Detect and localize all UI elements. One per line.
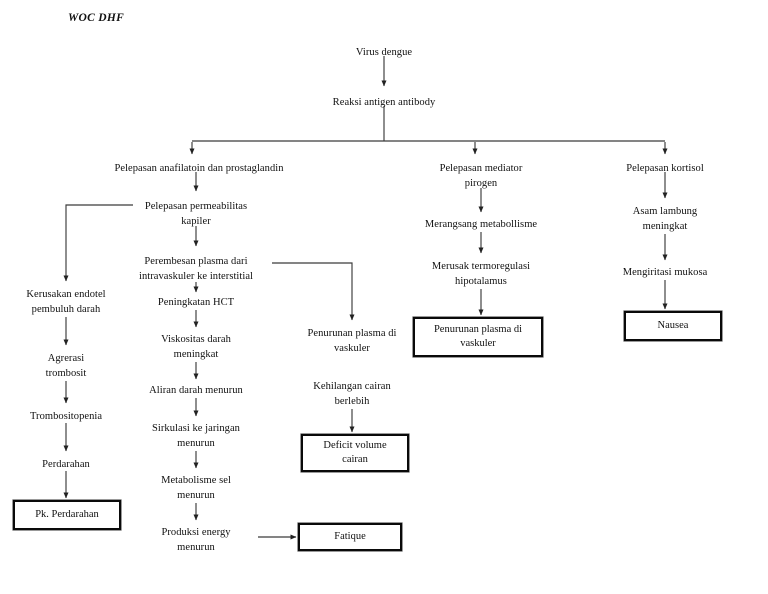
box-penurunan-plasma-vaskuler: Penurunan plasma di vaskuler bbox=[413, 317, 543, 357]
node-virus-dengue: Virus dengue bbox=[355, 47, 413, 58]
node-agrerasi-trombosit: Agrerasi trombosit bbox=[45, 353, 87, 379]
node-peningkatan-hct: Peningkatan HCT bbox=[157, 297, 235, 308]
node-mengiritasi-mukosa: Mengiritasi mukosa bbox=[622, 267, 708, 278]
node-pelepasan-permeabilitas: Pelepasan permeabilitas kapiler bbox=[144, 201, 248, 227]
node-merangsang-metabollisme: Merangsang metabollisme bbox=[424, 219, 538, 230]
node-reaksi-antigen-antibody: Reaksi antigen antibody bbox=[332, 97, 436, 108]
page-title: WOC DHF bbox=[68, 12, 125, 24]
box-fatique: Fatique bbox=[298, 523, 402, 551]
node-kehilangan-cairan: Kehilangan cairan berlebih bbox=[313, 381, 391, 407]
node-merusak-termoregulasi: Merusak termoregulasi hipotalamus bbox=[431, 261, 531, 287]
box-pk-perdarahan: Pk. Perdarahan bbox=[13, 500, 121, 530]
node-viskositas-darah: Viskositas darah meningkat bbox=[161, 334, 231, 360]
node-aliran-darah-menurun: Aliran darah menurun bbox=[149, 385, 243, 396]
box-nausea: Nausea bbox=[624, 311, 722, 341]
node-metabolisme-sel: Metabolisme sel menurun bbox=[161, 475, 231, 501]
node-perdarahan: Perdarahan bbox=[42, 459, 90, 470]
node-produksi-energy: Produksi energy menurun bbox=[161, 527, 231, 553]
node-perembesan-plasma: Perembesan plasma dari intravaskuler ke … bbox=[139, 256, 253, 282]
node-kerusakan-endotel: Kerusakan endotel pembuluh darah bbox=[26, 289, 106, 315]
node-asam-lambung-meningkat: Asam lambung meningkat bbox=[632, 206, 698, 232]
node-sirkulasi-jaringan: Sirkulasi ke jaringan menurun bbox=[152, 423, 240, 449]
node-pelepasan-anafilatoin: Pelepasan anafilatoin dan prostaglandin bbox=[114, 163, 284, 174]
node-pelepasan-kortisol: Pelepasan kortisol bbox=[626, 163, 704, 174]
box-deficit-volume-cairan: Deficit volume cairan bbox=[301, 434, 409, 472]
node-penurunan-plasma-vaskuler: Penurunan plasma di vaskuler bbox=[307, 328, 397, 354]
node-trombositopenia: Trombositopenia bbox=[29, 411, 103, 422]
node-pelepasan-mediator: Pelepasan mediator pirogen bbox=[439, 163, 523, 189]
